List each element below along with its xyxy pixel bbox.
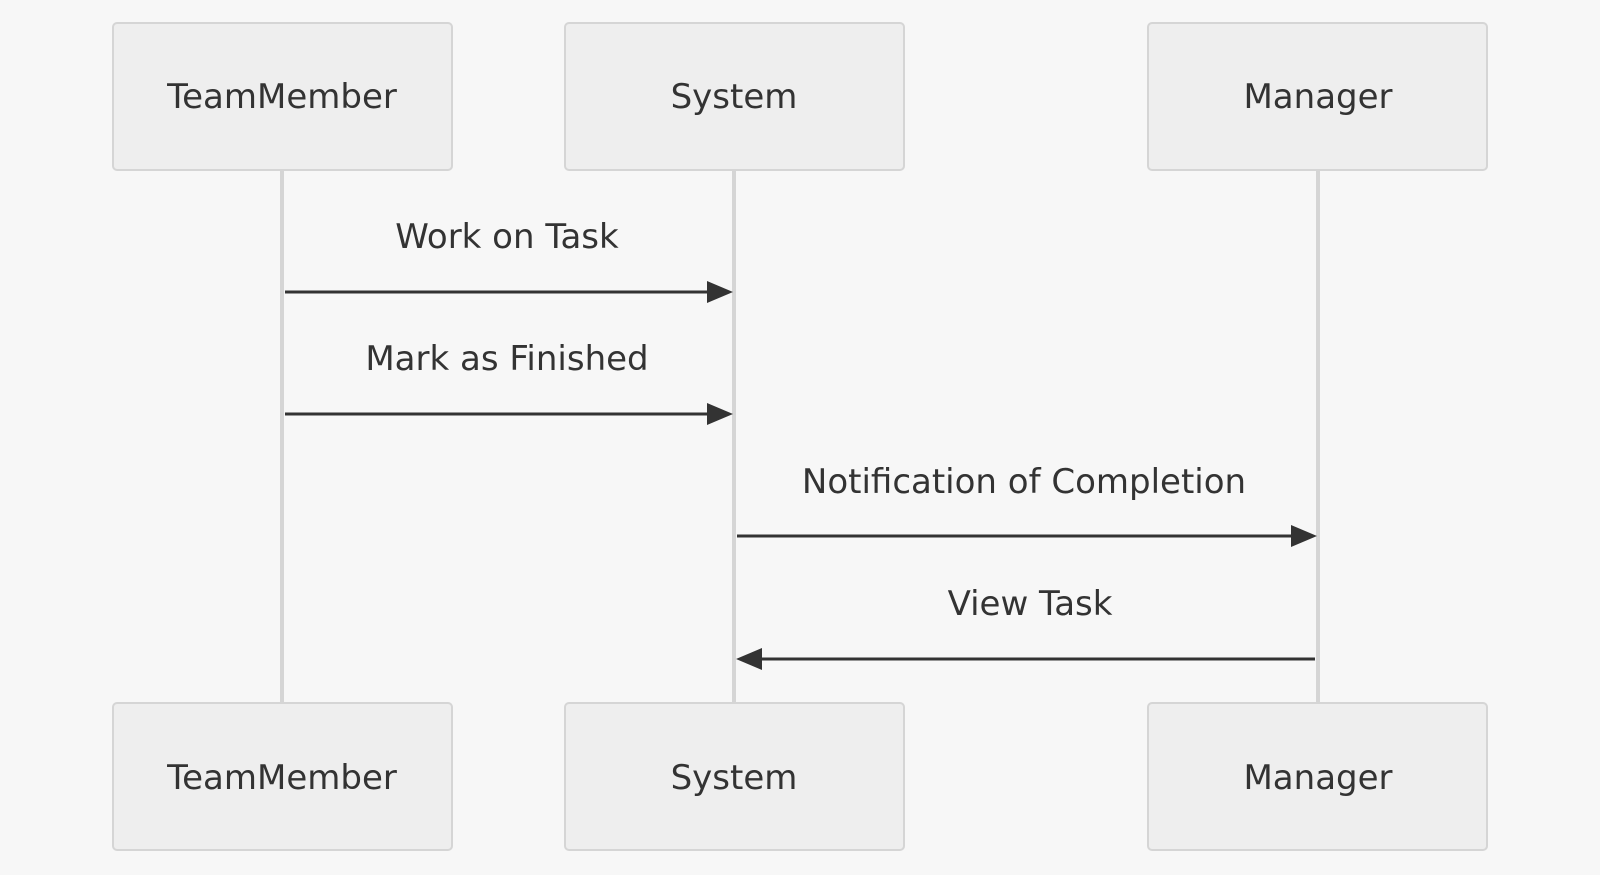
message-label: Work on Task (395, 217, 619, 257)
actor-bottom-manager: Manager (1147, 702, 1488, 851)
message-label: Mark as Finished (365, 339, 648, 379)
actor-top-system: System (564, 22, 905, 171)
arrow-right-icon (707, 281, 733, 303)
actor-box (1147, 22, 1488, 171)
actor-box (112, 702, 453, 851)
actor-label: TeamMember (166, 758, 397, 798)
message-view-task: View Task (736, 584, 1315, 670)
actor-label: Manager (1243, 758, 1392, 798)
actor-bottom-teammember: TeamMember (112, 702, 453, 851)
message-label: Notification of Completion (802, 462, 1246, 502)
actor-label: System (671, 758, 798, 798)
actor-label: TeamMember (166, 77, 397, 117)
message-work-on-task: Work on Task (285, 217, 733, 303)
actor-top-manager: Manager (1147, 22, 1488, 171)
arrow-left-icon (736, 648, 762, 670)
arrow-right-icon (707, 403, 733, 425)
actor-box (112, 22, 453, 171)
actor-box (564, 702, 905, 851)
actor-label: System (671, 77, 798, 117)
actor-bottom-system: System (564, 702, 905, 851)
message-notification-of-completion: Notification of Completion (737, 462, 1317, 547)
actor-box (1147, 702, 1488, 851)
actor-label: Manager (1243, 77, 1392, 117)
actor-box (564, 22, 905, 171)
message-mark-as-finished: Mark as Finished (285, 339, 733, 425)
message-label: View Task (948, 584, 1113, 624)
arrow-right-icon (1291, 525, 1317, 547)
actor-top-teammember: TeamMember (112, 22, 453, 171)
